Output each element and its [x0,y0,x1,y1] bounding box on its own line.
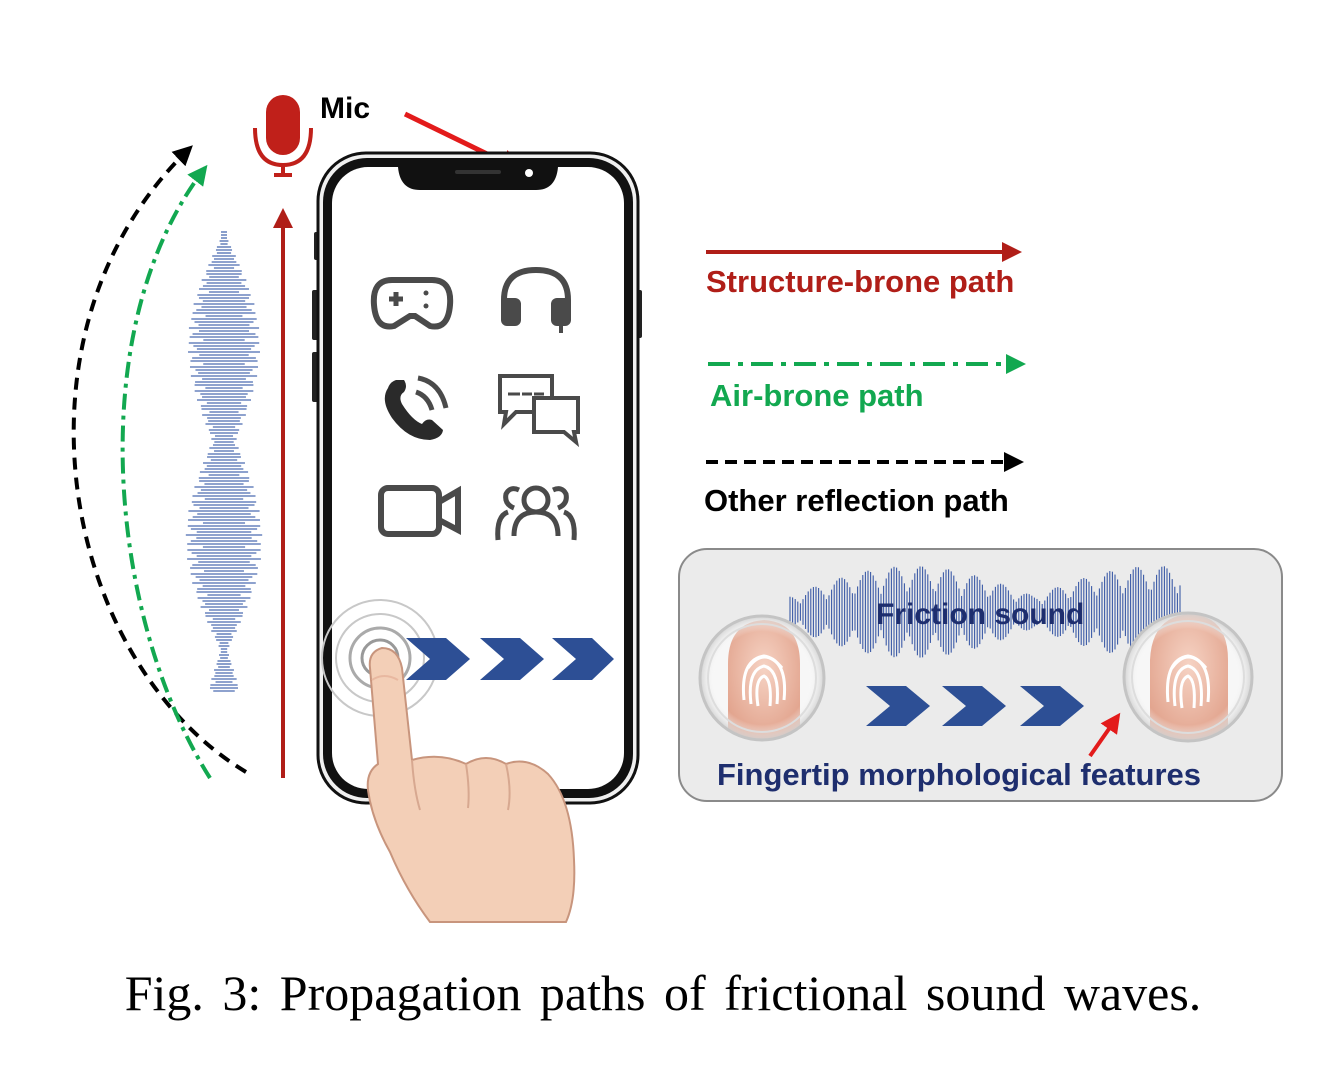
fingertip-after [1122,611,1254,743]
other-reflection-path [71,145,248,774]
phone-call-icon [384,375,449,440]
video-camera-icon [378,485,461,537]
friction-waveform [789,566,1181,658]
fingerprint-icon [1165,654,1211,709]
legend-air-label: Air-brone path [710,378,924,413]
chevron-right-icon [552,638,614,680]
sound-waveform [185,231,263,692]
legend-structure-label: Structure-brone path [706,264,1015,299]
swipe-chevrons [406,638,614,680]
legend-other-label: Other reflection path [704,483,1009,518]
hand [366,646,576,923]
figure-caption: Fig. 3: Propagation paths of frictional … [124,965,1202,1021]
fingertip-before [698,614,826,742]
friction-inset-panel [678,548,1283,802]
fingertip-features-label: Fingertip morphological features [717,757,1201,792]
chevron-right-icon [942,686,1006,726]
fingertip-pointer-arrow [1088,712,1121,758]
phone-notch [398,167,558,190]
chat-icon [498,374,580,448]
air-brone-path [120,164,212,780]
microphone-icon [253,95,313,177]
chevron-right-icon [406,638,470,680]
mic-label: Mic [320,92,371,125]
chevron-right-icon [1020,686,1084,726]
smartphone [312,151,642,805]
fingerprint-icon [741,654,787,707]
gamepad-icon [370,277,454,330]
group-icon [495,485,577,541]
friction-sound-label: Friction sound [876,598,1085,631]
headphones-icon [501,266,571,333]
chevron-right-icon [866,686,930,726]
mic-hole [525,169,533,177]
chevron-right-icon [480,638,544,680]
